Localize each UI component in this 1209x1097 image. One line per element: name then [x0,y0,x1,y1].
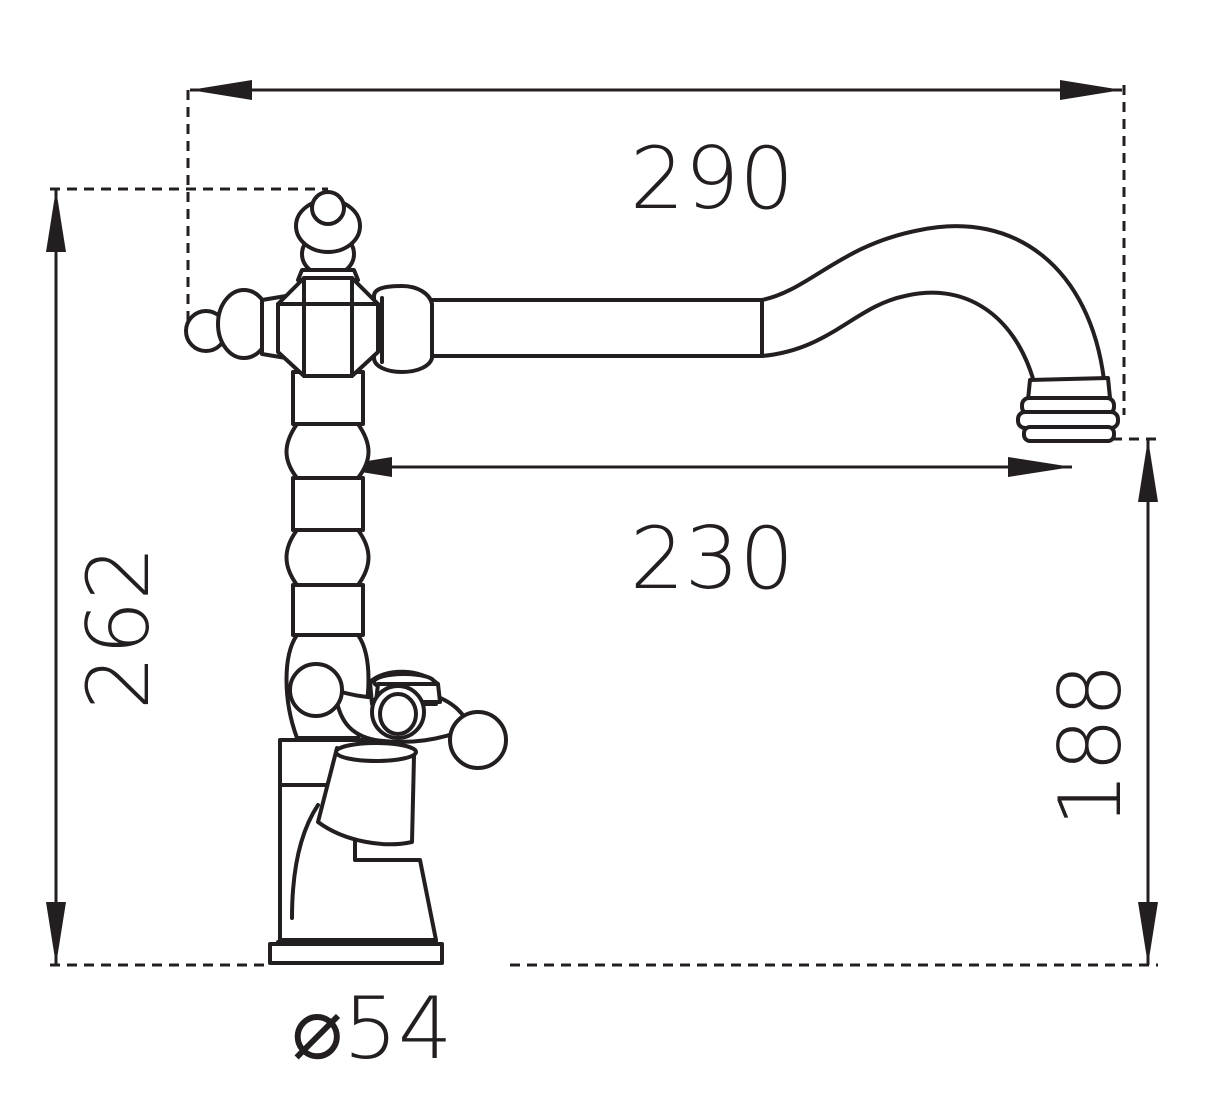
spout [428,224,1106,384]
extension-lines [50,85,1158,967]
aerator [1016,376,1120,443]
left-knob [184,288,288,360]
cross-handle [288,662,508,770]
base-diameter-label: ⌀54 [291,979,452,1079]
spout-collar [372,284,434,374]
dimension-290-label: 290 [630,129,794,229]
dimension-262-line [46,189,66,965]
dimension-230-label: 230 [630,509,794,609]
top-finial [294,190,362,282]
base-plate [268,942,444,965]
dimension-188-label: 188 [1041,663,1141,827]
central-hub [276,276,380,378]
dimension-188-line [1138,439,1158,965]
dimension-290-line [190,80,1122,100]
faucet-outline [184,190,1120,965]
dimension-230-line [330,457,1072,477]
dimension-262-label: 262 [69,546,169,710]
